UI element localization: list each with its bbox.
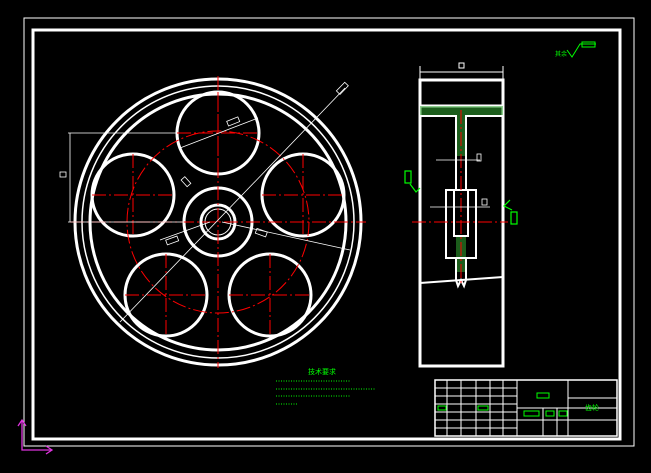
front-view-dimensions [59,81,351,323]
section-view[interactable] [404,62,518,368]
ucs-icon [17,418,54,455]
title-block[interactable]: 齿轮 [434,379,618,437]
title-block-part-name: 齿轮 [585,403,599,412]
technical-requirements-heading: 技术要求 [308,367,336,376]
roughness-symbol: 其余 [555,41,596,58]
svg-text:其余: 其余 [555,50,567,58]
drawing-frame [23,17,635,447]
section-markers [404,170,518,225]
technical-requirements: 技术要求 [276,367,375,405]
front-view[interactable] [59,76,366,368]
